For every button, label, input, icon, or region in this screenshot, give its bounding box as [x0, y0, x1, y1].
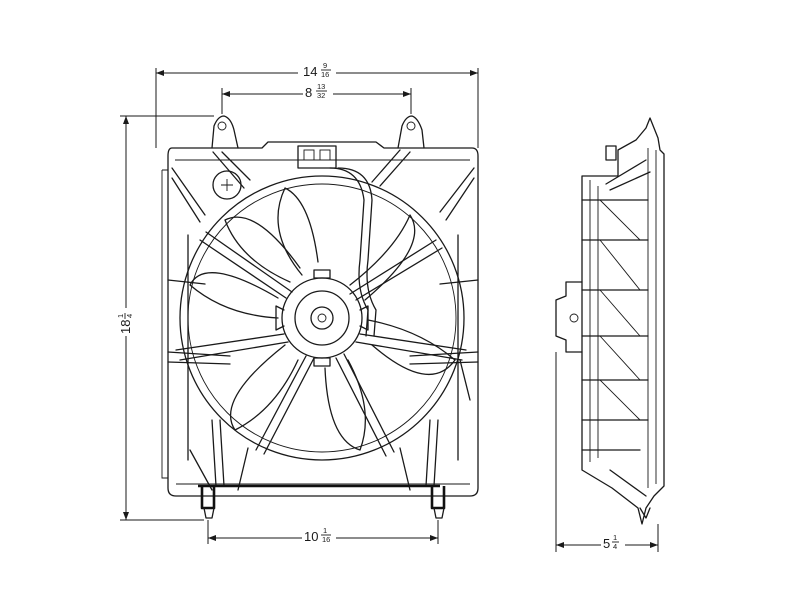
top-left-mount-ear — [211, 115, 239, 149]
dimension-arrows — [123, 70, 658, 548]
dimension-lines — [120, 68, 659, 552]
shroud-struts — [167, 149, 479, 491]
dim-depth: 5 1 4 — [601, 532, 625, 552]
dim-overall-width-whole: 14 — [303, 64, 317, 79]
dim-top-mount-spacing: 8 13 32 — [303, 80, 333, 102]
fan-blades — [189, 187, 456, 451]
dim-bottom-mount-den: 16 — [322, 535, 330, 544]
dim-top-mount-num: 13 — [317, 82, 325, 91]
dim-bottom-mount-spacing: 10 1 16 — [302, 524, 336, 546]
dim-overall-width-num: 9 — [323, 61, 327, 70]
dim-top-mount-den: 32 — [317, 91, 325, 100]
dim-depth-whole: 5 — [603, 536, 610, 551]
dim-overall-width-den: 16 — [321, 70, 329, 79]
top-right-mount-ear — [397, 115, 425, 149]
dim-bottom-mount-whole: 10 — [304, 529, 318, 544]
dim-depth-den: 4 — [613, 542, 617, 551]
side-ribs — [581, 159, 651, 497]
dim-depth-num: 1 — [613, 533, 617, 542]
dim-overall-height-num: 1 — [116, 314, 125, 318]
dim-top-mount-whole: 8 — [305, 85, 312, 100]
side-motor — [555, 281, 583, 353]
connector — [297, 145, 337, 169]
wire-harness — [329, 167, 369, 337]
side-view — [555, 117, 665, 525]
dim-bottom-mount-num: 1 — [323, 526, 327, 535]
dimension-labels: 14 9 16 8 13 32 18 1 4 10 1 16 — [116, 59, 625, 552]
bottom-brace — [198, 484, 446, 510]
side-shroud — [581, 117, 665, 525]
dim-overall-height: 18 1 4 — [116, 308, 134, 336]
fan-ring — [179, 175, 465, 461]
motor-hub — [275, 269, 369, 367]
fan-support-spokes — [175, 231, 467, 457]
shroud-outline — [167, 141, 479, 497]
dim-overall-width: 14 9 16 — [298, 59, 336, 81]
front-view — [161, 115, 479, 519]
dim-overall-height-den: 4 — [125, 314, 134, 318]
dim-overall-height-whole: 18 — [118, 320, 133, 334]
